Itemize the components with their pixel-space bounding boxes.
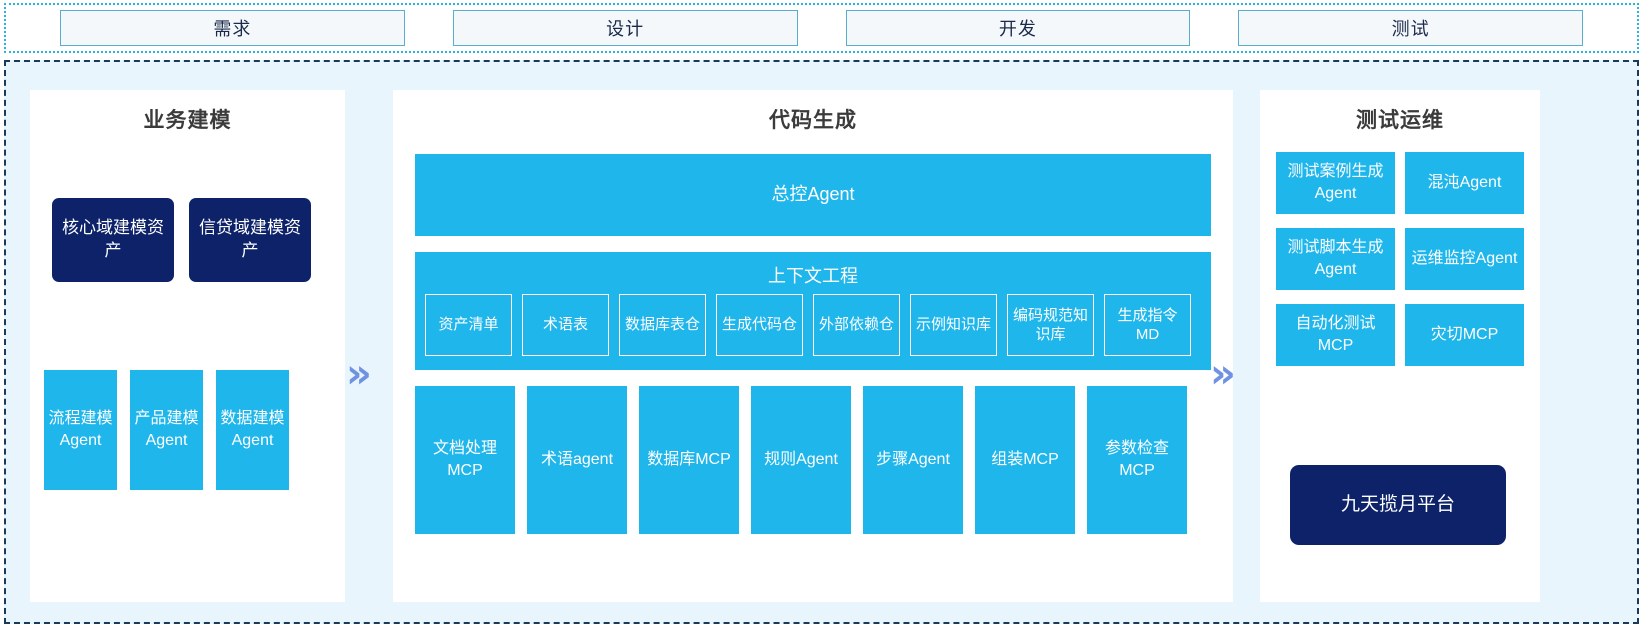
double-chevron-right-icon-2: » [1210, 351, 1236, 397]
panel-title-test-operations: 测试运维 [1356, 109, 1444, 132]
context-engineering-title: 上下文工程 [768, 266, 858, 286]
tool-box-glossary-agent[interactable]: 术语agent [527, 386, 627, 534]
context-item-example-knowledge-base[interactable]: 示例知识库 [910, 294, 997, 356]
asset-box-core-domain[interactable]: 核心域建模资产 [52, 198, 174, 282]
agent-box-process-modeling[interactable]: 流程建模Agent [44, 370, 117, 490]
stage-box-testing[interactable]: 测试 [1238, 10, 1583, 46]
context-item-external-dependency-repo[interactable]: 外部依赖仓 [813, 294, 900, 356]
test-box-automation-test-mcp[interactable]: 自动化测试MCP [1276, 304, 1395, 366]
tool-box-assembly-mcp[interactable]: 组装MCP [975, 386, 1075, 534]
agent-box-product-modeling[interactable]: 产品建模Agent [130, 370, 203, 490]
test-box-chaos-agent[interactable]: 混沌Agent [1405, 152, 1524, 214]
test-operations-grid: 测试案例生成Agent 混沌Agent 测试脚本生成Agent 运维监控Agen… [1276, 152, 1524, 366]
tool-box-parameter-check-mcp[interactable]: 参数检查MCP [1087, 386, 1187, 534]
panel-code-generation: 代码生成 总控Agent 上下文工程 资产清单 术语表 数据库表仓 生成代码仓 … [393, 90, 1233, 602]
test-box-script-generation-agent[interactable]: 测试脚本生成Agent [1276, 228, 1395, 290]
tool-box-rule-agent[interactable]: 规则Agent [751, 386, 851, 534]
context-items-row: 资产清单 术语表 数据库表仓 生成代码仓 外部依赖仓 示例知识库 编码规范知识库… [425, 294, 1201, 356]
stage-box-development[interactable]: 开发 [845, 10, 1191, 46]
master-control-agent-box[interactable]: 总控Agent [415, 154, 1211, 236]
stage-box-design[interactable]: 设计 [452, 10, 798, 46]
panel-business-modeling: 业务建模 核心域建模资产 信贷域建模资产 流程建模Agent 产品建模Agent… [30, 90, 345, 602]
stage-box-requirements[interactable]: 需求 [60, 10, 405, 46]
agent-box-data-modeling[interactable]: 数据建模Agent [216, 370, 289, 490]
test-box-ops-monitoring-agent[interactable]: 运维监控Agent [1405, 228, 1524, 290]
architecture-diagram-area: 业务建模 核心域建模资产 信贷域建模资产 流程建模Agent 产品建模Agent… [4, 60, 1639, 624]
tool-box-document-processing-mcp[interactable]: 文档处理MCP [415, 386, 515, 534]
tool-box-step-agent[interactable]: 步骤Agent [863, 386, 963, 534]
platform-box-jiutian-lanyue[interactable]: 九天揽月平台 [1290, 465, 1506, 545]
context-item-generation-instruction-md[interactable]: 生成指令MD [1104, 294, 1191, 356]
context-item-db-table-repo[interactable]: 数据库表仓 [619, 294, 706, 356]
context-item-coding-standard-knowledge-base[interactable]: 编码规范知识库 [1007, 294, 1094, 356]
context-item-asset-inventory[interactable]: 资产清单 [425, 294, 512, 356]
double-chevron-right-icon-1: » [346, 351, 372, 397]
test-box-case-generation-agent[interactable]: 测试案例生成Agent [1276, 152, 1395, 214]
panel-title-code-generation: 代码生成 [769, 109, 857, 132]
business-modeling-assets-row: 核心域建模资产 信贷域建模资产 [52, 198, 324, 282]
tool-box-database-mcp[interactable]: 数据库MCP [639, 386, 739, 534]
asset-box-credit-domain[interactable]: 信贷域建模资产 [189, 198, 311, 282]
business-modeling-agents-row: 流程建模Agent 产品建模Agent 数据建模Agent [44, 370, 332, 490]
panel-test-operations: 测试运维 测试案例生成Agent 混沌Agent 测试脚本生成Agent 运维监… [1260, 90, 1540, 602]
test-box-disaster-switch-mcp[interactable]: 灾切MCP [1405, 304, 1524, 366]
context-engineering-block: 上下文工程 资产清单 术语表 数据库表仓 生成代码仓 外部依赖仓 示例知识库 编… [415, 252, 1211, 370]
code-generation-tools-row: 文档处理MCP 术语agent 数据库MCP 规则Agent 步骤Agent 组… [415, 386, 1211, 534]
context-item-glossary[interactable]: 术语表 [522, 294, 609, 356]
stage-bar: 需求 设计 开发 测试 [4, 3, 1639, 53]
panel-title-business-modeling: 业务建模 [143, 109, 232, 132]
context-item-generated-code-repo[interactable]: 生成代码仓 [716, 294, 803, 356]
